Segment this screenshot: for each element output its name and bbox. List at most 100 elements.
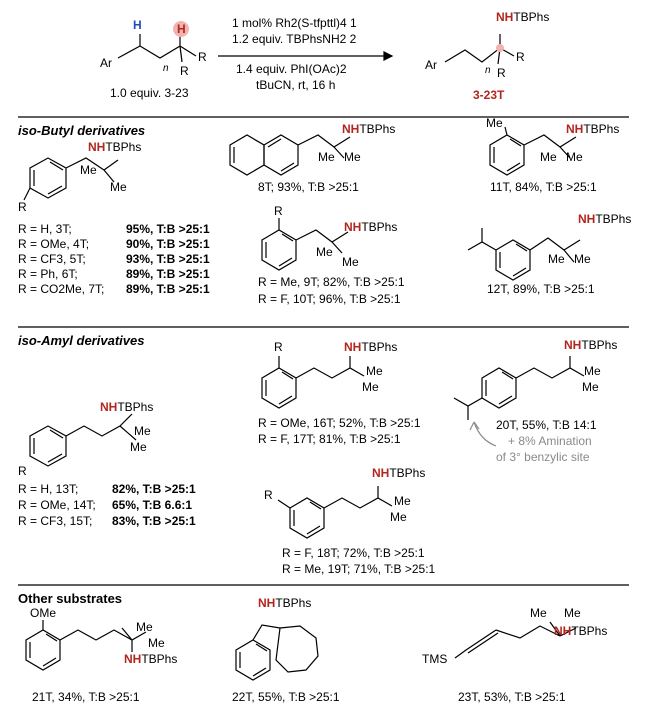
mol-11T-Me: Me bbox=[486, 116, 503, 130]
caption-21T: 21T, 34%, T:B >25:1 bbox=[32, 690, 140, 704]
note-arrow bbox=[473, 421, 497, 447]
mol-21T-Me2: Me bbox=[148, 636, 165, 650]
mol-21T bbox=[25, 620, 147, 671]
caption-22T: 22T, 55%, T:B >25:1 bbox=[232, 690, 340, 704]
mol-23T bbox=[454, 621, 577, 659]
mol-16T-R: R bbox=[274, 340, 283, 354]
product-n: n bbox=[485, 65, 491, 76]
iso-butyl-line-4-r: R = Ph, 6T; bbox=[18, 267, 78, 281]
mol-13T bbox=[29, 413, 137, 467]
mol-8T-NH: NH bbox=[342, 122, 360, 136]
product-TBPhs: TBPhs bbox=[513, 10, 550, 24]
caption-11T: 11T, 84%, T:B >25:1 bbox=[490, 180, 597, 194]
mol-20T-NH: NH bbox=[564, 338, 582, 352]
mol-9T-NH: NH bbox=[344, 220, 362, 234]
caption-9T: R = Me, 9T; 82%, T:B >25:1 bbox=[258, 275, 405, 289]
mol-13T-TBPhs: TBPhs bbox=[117, 400, 154, 414]
product-R2: R bbox=[497, 66, 506, 80]
caption-8T: 8T; 93%, T:B >25:1 bbox=[258, 180, 359, 194]
caption-20T: 20T, 55%, T:B 14:1 bbox=[496, 418, 597, 432]
section-iso-butyl-title: iso-Butyl derivatives bbox=[18, 123, 146, 138]
mol-18T-Me1: Me bbox=[394, 494, 411, 508]
mol-11T-NH: NH bbox=[566, 122, 584, 136]
caption-12T: 12T, 89%, T:B >25:1 bbox=[487, 282, 595, 296]
reactant-structure bbox=[117, 34, 197, 63]
mol-18T-TBPhs: TBPhs bbox=[389, 466, 426, 480]
mol-21T-NH: NH bbox=[124, 652, 142, 666]
reactant-n: n bbox=[163, 63, 169, 74]
mol-8T-TBPhs: TBPhs bbox=[359, 122, 396, 136]
iso-butyl-line-4-yield: 89%, T:B >25:1 bbox=[126, 267, 210, 281]
mol-18T-Me2: Me bbox=[390, 510, 407, 524]
mol-3T-Me1: Me bbox=[80, 163, 97, 177]
iso-butyl-line-2-yield: 90%, T:B >25:1 bbox=[126, 237, 210, 251]
mol-23T-NH: NH bbox=[554, 624, 572, 638]
iso-butyl-line-2-r: R = OMe, 4T; bbox=[18, 237, 90, 251]
iso-amyl-line-3-yield: 83%, T:B >25:1 bbox=[112, 514, 196, 528]
reactant-H2: H bbox=[177, 22, 186, 36]
mol-9T-TBPhs: TBPhs bbox=[361, 220, 398, 234]
mol-9T-R: R bbox=[274, 204, 283, 218]
mol-11T-TBPhs: TBPhs bbox=[583, 122, 620, 136]
product-structure bbox=[444, 34, 515, 65]
highlight-circle bbox=[173, 21, 189, 37]
mol-22T-NH: NH bbox=[258, 596, 276, 610]
iso-butyl-line-5-yield: 89%, T:B >25:1 bbox=[126, 282, 210, 296]
mol-9T bbox=[261, 218, 349, 271]
condition-solvent: tBuCN, rt, 16 h bbox=[256, 78, 336, 92]
mol-23T-TBPhs: TBPhs bbox=[571, 624, 608, 638]
mol-23T-TMS: TMS bbox=[422, 652, 448, 666]
mol-3T-TBPhs: TBPhs bbox=[105, 140, 142, 154]
reactant-label: 1.0 equiv. 3-23 bbox=[110, 86, 189, 100]
mol-18T bbox=[277, 486, 393, 539]
mol-12T-Me2: Me bbox=[574, 252, 591, 266]
mol-23T-Me1: Me bbox=[530, 606, 547, 620]
mol-22T-TBPhs: TBPhs bbox=[275, 596, 312, 610]
product-Ar: Ar bbox=[425, 58, 437, 72]
product-label: 3-23T bbox=[473, 88, 505, 102]
caption-16T: R = OMe, 16T; 52%, T:B >25:1 bbox=[258, 416, 421, 430]
mol-18T-R: R bbox=[264, 488, 273, 502]
mol-12T bbox=[467, 228, 581, 281]
mol-13T-Me2: Me bbox=[130, 440, 147, 454]
section-iso-amyl-title: iso-Amyl derivatives bbox=[18, 333, 145, 348]
mol-20T-Me1: Me bbox=[584, 364, 601, 378]
mol-13T-NH: NH bbox=[100, 400, 118, 414]
mol-3T bbox=[23, 157, 119, 201]
iso-butyl-line-1-r: R = H, 3T; bbox=[18, 222, 72, 236]
iso-amyl-line-1-r: R = H, 13T; bbox=[18, 482, 79, 496]
iso-amyl-line-1-yield: 82%, T:B >25:1 bbox=[112, 482, 196, 496]
caption-19T: R = Me, 19T; 71%, T:B >25:1 bbox=[282, 562, 436, 576]
reactant-H1: H bbox=[133, 18, 142, 32]
mol-23T-Me2: Me bbox=[564, 606, 581, 620]
reactant-R1: R bbox=[198, 50, 207, 64]
mol-21T-TBPhs: TBPhs bbox=[141, 652, 178, 666]
mol-12T-NH: NH bbox=[578, 212, 596, 226]
section-other-title: Other substrates bbox=[18, 591, 123, 606]
mol-12T-Me1: Me bbox=[548, 252, 565, 266]
mol-21T-Me1: Me bbox=[136, 620, 153, 634]
condition-catalyst: 1 mol% Rh2(S-tfpttl)4 1 bbox=[232, 16, 357, 30]
iso-butyl-line-3-yield: 93%, T:B >25:1 bbox=[126, 252, 210, 266]
note-amination: + 8% Amination bbox=[508, 434, 592, 448]
product-NH: NH bbox=[496, 10, 514, 24]
mol-16T-TBPhs: TBPhs bbox=[361, 340, 398, 354]
iso-amyl-line-2-yield: 65%, T:B 6.6:1 bbox=[112, 498, 193, 512]
iso-amyl-line-3-r: R = CF3, 15T; bbox=[18, 514, 93, 528]
mol-18T-NH: NH bbox=[372, 466, 390, 480]
reactant-Ar: Ar bbox=[100, 56, 112, 70]
mol-3T-R: R bbox=[18, 200, 27, 214]
mol-3T-NH: NH bbox=[88, 140, 106, 154]
mol-9T-Me2: Me bbox=[342, 255, 359, 269]
mol-20T-TBPhs: TBPhs bbox=[581, 338, 618, 352]
mol-8T-Me1: Me bbox=[318, 150, 335, 164]
mol-11T-Me2: Me bbox=[566, 150, 583, 164]
caption-18T: R = F, 18T; 72%, T:B >25:1 bbox=[282, 546, 425, 560]
condition-amine: 1.2 equiv. TBPhsNH2 2 bbox=[232, 32, 357, 46]
mol-22T bbox=[235, 624, 319, 681]
mol-13T-Me1: Me bbox=[134, 424, 151, 438]
mol-8T-Me2: Me bbox=[344, 150, 361, 164]
mol-11T-Me1: Me bbox=[540, 150, 557, 164]
condition-oxidant: 1.4 equiv. PhI(OAc)2 bbox=[236, 62, 347, 76]
